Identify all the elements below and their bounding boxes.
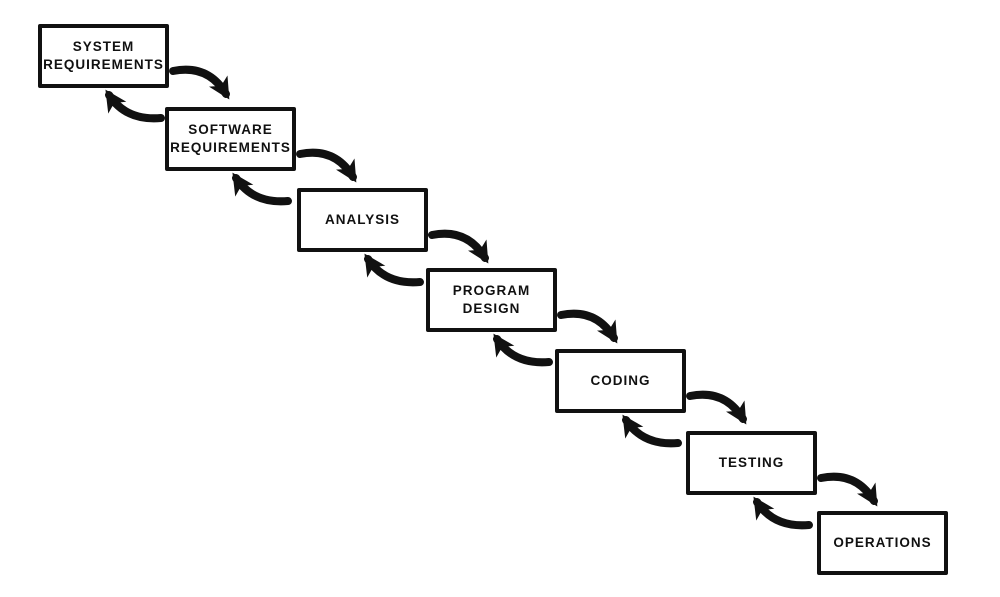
feedback-arrow-1: [105, 89, 165, 123]
stage-box-program-design: PROGRAM DESIGN: [426, 268, 557, 332]
stage-label: SOFTWARE REQUIREMENTS: [170, 122, 291, 155]
stage-box-coding: CODING: [555, 349, 686, 413]
stage-box-software-requirements: SOFTWARE REQUIREMENTS: [165, 107, 296, 171]
stage-box-system-requirements: SYSTEM REQUIREMENTS: [38, 24, 169, 88]
feedback-arrow-3: [364, 253, 424, 287]
stage-label: SYSTEM REQUIREMENTS: [43, 39, 164, 72]
forward-arrow-2: [296, 148, 357, 183]
feedback-arrow-4: [493, 333, 553, 367]
forward-arrow-4: [557, 309, 618, 344]
stage-box-analysis: ANALYSIS: [297, 188, 428, 252]
stage-box-testing: TESTING: [686, 431, 817, 495]
stage-box-operations: OPERATIONS: [817, 511, 948, 575]
forward-arrow-1: [169, 65, 230, 100]
stage-label: CODING: [590, 373, 651, 389]
stage-label: TESTING: [718, 455, 785, 471]
stage-label: OPERATIONS: [833, 535, 932, 551]
stage-label: ANALYSIS: [324, 212, 401, 228]
feedback-arrow-6: [753, 496, 813, 530]
feedback-arrow-2: [232, 172, 292, 206]
forward-arrow-6: [817, 472, 878, 507]
stage-label: PROGRAM DESIGN: [452, 283, 531, 316]
forward-arrow-5: [686, 390, 747, 425]
feedback-arrow-5: [622, 414, 682, 448]
forward-arrow-3: [428, 229, 489, 264]
